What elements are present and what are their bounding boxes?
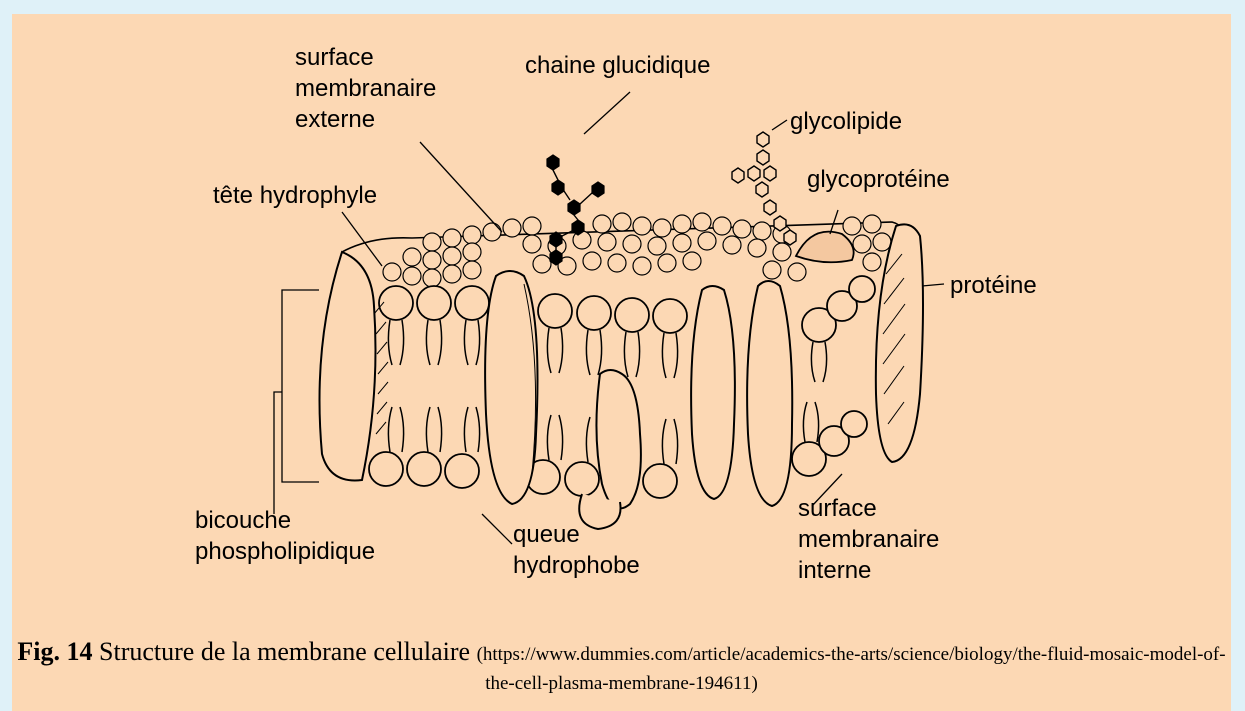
label-bicouche-phospholipidique: bicouche phospholipidique (195, 505, 375, 567)
protein-right-center (747, 281, 792, 506)
leader-queue-hydrophobe (482, 514, 512, 544)
left-cut-edge (320, 252, 376, 480)
protein-small (596, 370, 640, 509)
figure-panel: surface membranaire externe chaine gluci… (12, 14, 1231, 711)
bilayer-bracket (274, 290, 319, 514)
leader-proteine (922, 284, 944, 286)
label-queue-hydrophobe: queue hydrophobe (513, 519, 640, 581)
label-tete-hydrophyle: tête hydrophyle (213, 180, 377, 211)
label-surface-membranaire-externe: surface membranaire externe (295, 42, 436, 135)
leader-surface-externe (420, 142, 502, 232)
label-chaine-glucidique: chaine glucidique (525, 50, 710, 81)
caption-title: Structure de la membrane cellulaire (99, 637, 470, 666)
leader-glycoproteine (830, 210, 838, 234)
figure-caption: Fig. 14 Structure de la membrane cellula… (12, 639, 1231, 697)
leader-chaine-glucidique (584, 92, 630, 134)
label-surface-membranaire-interne: surface membranaire interne (798, 493, 939, 586)
caption-source: (https://www.dummies.com/article/academi… (477, 644, 1226, 694)
top-lipid-heads (379, 276, 875, 342)
protein-left (485, 271, 537, 504)
leader-glycolipide (772, 120, 787, 130)
label-glycoproteine: glycoprotéine (807, 164, 950, 195)
caption-number: Fig. 14 (17, 637, 92, 666)
protein-right (876, 224, 923, 462)
label-glycolipide: glycolipide (790, 106, 902, 137)
glycoprotein (796, 232, 854, 263)
label-proteine: protéine (950, 270, 1037, 301)
protein-middle (691, 286, 735, 499)
